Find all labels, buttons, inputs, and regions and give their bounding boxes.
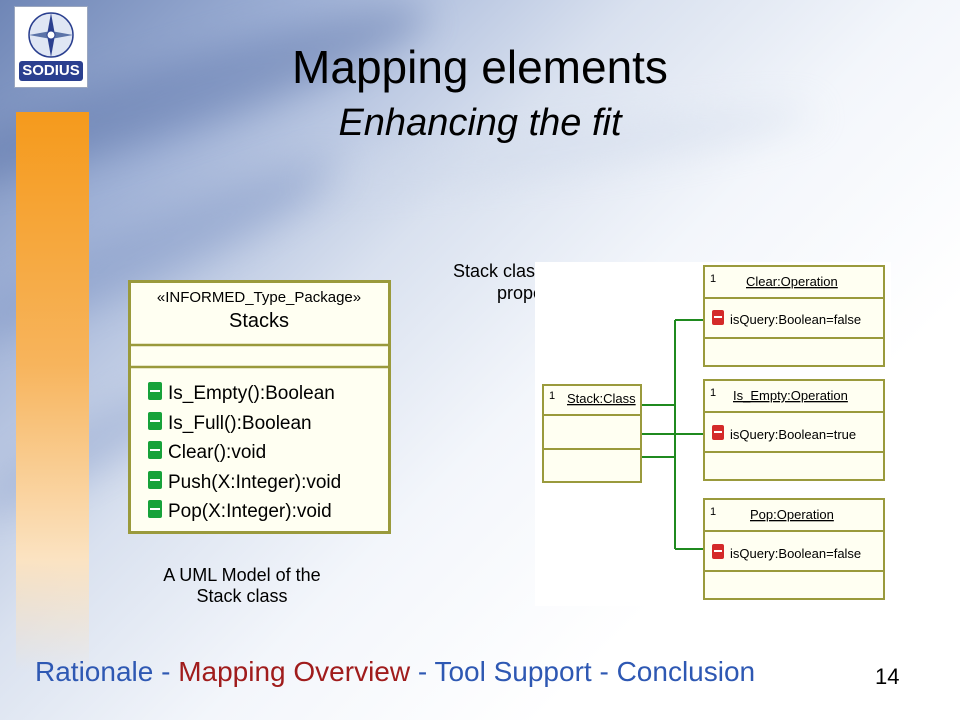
accent-bar xyxy=(16,112,89,672)
footer-separator: - xyxy=(410,656,435,687)
left-diagram-caption: A UML Model of the Stack class xyxy=(128,565,356,607)
multiplicity: 1 xyxy=(710,387,716,399)
caption-line: A UML Model of the xyxy=(163,565,321,585)
slide-subtitle: Enhancing the fit xyxy=(338,102,622,144)
operation-label: Is_Full():Boolean xyxy=(168,413,312,434)
footer-item-conclusion[interactable]: Conclusion xyxy=(616,656,756,687)
object-name: Pop:Operation xyxy=(750,507,834,522)
page-number: 14 xyxy=(875,664,900,689)
footer-item-tool-support[interactable]: Tool Support xyxy=(434,656,592,687)
footer-item-rationale[interactable]: Rationale xyxy=(35,656,154,687)
operation-label: Push(X:Integer):void xyxy=(168,472,341,493)
object-name: Is_Empty:Operation xyxy=(733,388,848,403)
operation-row: Clear():void xyxy=(148,441,266,463)
operation-row: Pop(X:Integer):void xyxy=(148,500,332,522)
operation-object-box: 1 Clear:Operation isQuery:Boolean=false xyxy=(703,265,885,367)
operation-object-box: 1 Is_Empty:Operation isQuery:Boolean=tru… xyxy=(703,379,885,481)
attribute-label: isQuery:Boolean=true xyxy=(730,427,856,442)
footer-separator: - xyxy=(591,656,617,687)
stack-class-box: 1 Stack:Class xyxy=(542,384,642,483)
stack-operations-object-diagram: 1 Stack:Class 1 Clear:Operation isQuery:… xyxy=(535,262,891,606)
multiplicity: 1 xyxy=(710,273,716,285)
footer-separator: - xyxy=(153,656,179,687)
class-name: Stacks xyxy=(229,310,289,332)
operation-label: Is_Empty():Boolean xyxy=(168,383,335,404)
footer-item-mapping-overview[interactable]: Mapping Overview xyxy=(178,656,411,687)
class-stereotype: «INFORMED_Type_Package» xyxy=(157,289,361,306)
object-name: Clear:Operation xyxy=(746,274,838,289)
class-box xyxy=(128,280,391,534)
operation-row: Is_Empty():Boolean xyxy=(148,382,335,404)
operation-row: Push(X:Integer):void xyxy=(148,471,341,493)
operation-label: Pop(X:Integer):void xyxy=(168,501,332,522)
operation-row: Is_Full():Boolean xyxy=(148,412,312,434)
operation-label: Clear():void xyxy=(168,442,266,463)
multiplicity: 1 xyxy=(710,506,716,518)
footer-navigation: Rationale - Mapping Overview - Tool Supp… xyxy=(35,656,755,688)
connector-lines xyxy=(642,319,704,550)
caption-line: Stack class xyxy=(196,586,288,606)
operation-object-box: 1 Pop:Operation isQuery:Boolean=false xyxy=(703,498,885,600)
attribute-label: isQuery:Boolean=false xyxy=(730,312,861,327)
attribute-label: isQuery:Boolean=false xyxy=(730,546,861,561)
logo-text: SODIUS xyxy=(22,62,80,79)
multiplicity: 1 xyxy=(549,390,555,402)
compass-icon xyxy=(28,12,74,58)
uml-stack-class-diagram: «INFORMED_Type_Package» Stacks Is_Empty(… xyxy=(128,280,391,534)
object-name: Stack:Class xyxy=(567,391,636,406)
slide-title: Mapping elements xyxy=(292,41,668,93)
sodius-logo: SODIUS xyxy=(14,6,88,88)
